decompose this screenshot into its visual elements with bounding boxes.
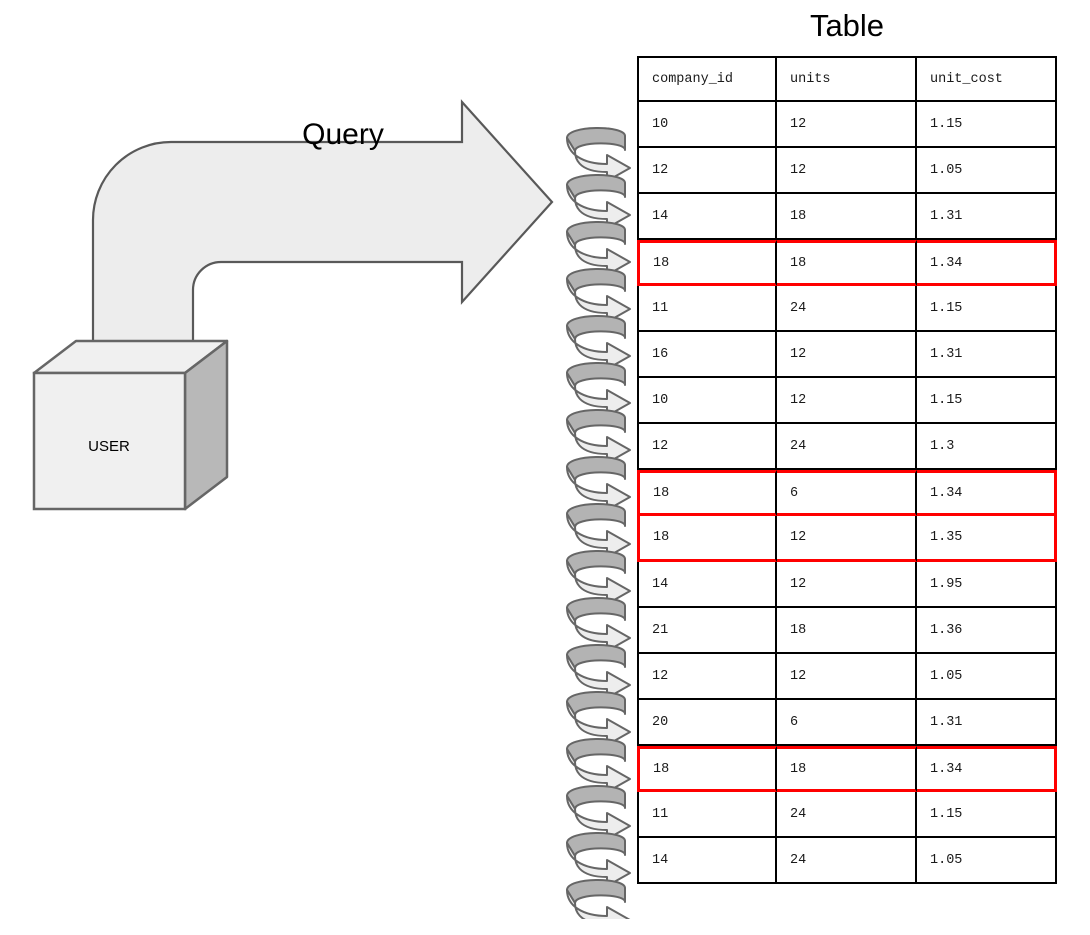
cell-unit-cost: 1.15 — [917, 102, 1057, 148]
cell-units: 12 — [777, 654, 917, 700]
cell-units: 12 — [777, 102, 917, 148]
cell-unit-cost: 1.95 — [917, 562, 1057, 608]
cell-unit-cost: 1.15 — [917, 286, 1057, 332]
column-header-units: units — [777, 56, 917, 102]
cell-units: 6 — [777, 700, 917, 746]
table-header-row: company_id units unit_cost — [637, 56, 1057, 102]
cell-company-id: 12 — [637, 424, 777, 470]
column-header-unit-cost: unit_cost — [917, 56, 1057, 102]
cell-unit-cost: 1.34 — [917, 240, 1057, 286]
query-arrow-label: Query — [302, 118, 384, 151]
cell-unit-cost: 1.15 — [917, 792, 1057, 838]
cell-company-id: 12 — [637, 148, 777, 194]
cell-company-id: 20 — [637, 700, 777, 746]
cell-units: 12 — [777, 148, 917, 194]
cell-company-id: 21 — [637, 608, 777, 654]
cell-company-id: 10 — [637, 102, 777, 148]
cell-units: 18 — [777, 746, 917, 792]
cell-unit-cost: 1.31 — [917, 194, 1057, 240]
cell-unit-cost: 1.05 — [917, 654, 1057, 700]
cell-units: 24 — [777, 838, 917, 884]
cell-company-id: 14 — [637, 562, 777, 608]
cell-company-id: 14 — [637, 194, 777, 240]
cell-units: 12 — [777, 332, 917, 378]
cell-company-id: 18 — [637, 516, 777, 562]
cell-unit-cost: 1.35 — [917, 516, 1057, 562]
cell-company-id: 18 — [637, 470, 777, 516]
cell-unit-cost: 1.15 — [917, 378, 1057, 424]
cell-unit-cost: 1.31 — [917, 700, 1057, 746]
user-actor-cube — [32, 339, 229, 511]
cell-units: 24 — [777, 424, 917, 470]
query-arrow-shape — [91, 99, 554, 344]
cell-company-id: 11 — [637, 286, 777, 332]
query-arrow — [91, 99, 554, 344]
cell-company-id: 18 — [637, 240, 777, 286]
coil-arrow-column — [566, 126, 631, 919]
column-header-company-id: company_id — [637, 56, 777, 102]
table-title: Table — [809, 8, 885, 43]
cell-unit-cost: 1.05 — [917, 838, 1057, 884]
cell-unit-cost: 1.05 — [917, 148, 1057, 194]
cell-units: 12 — [777, 516, 917, 562]
cell-units: 6 — [777, 470, 917, 516]
cell-company-id: 16 — [637, 332, 777, 378]
cell-unit-cost: 1.31 — [917, 332, 1057, 378]
cell-company-id: 12 — [637, 654, 777, 700]
cell-units: 18 — [777, 240, 917, 286]
cube-front-face — [32, 371, 187, 511]
cell-company-id: 11 — [637, 792, 777, 838]
cell-units: 18 — [777, 194, 917, 240]
cell-unit-cost: 1.36 — [917, 608, 1057, 654]
cell-company-id: 10 — [637, 378, 777, 424]
cell-unit-cost: 1.34 — [917, 470, 1057, 516]
cell-units: 12 — [777, 562, 917, 608]
cell-unit-cost: 1.34 — [917, 746, 1057, 792]
cell-units: 12 — [777, 378, 917, 424]
cell-company-id: 18 — [637, 746, 777, 792]
cell-unit-cost: 1.3 — [917, 424, 1057, 470]
cell-units: 24 — [777, 286, 917, 332]
cell-company-id: 14 — [637, 838, 777, 884]
user-actor-label: USER — [88, 438, 130, 455]
cell-units: 24 — [777, 792, 917, 838]
cell-units: 18 — [777, 608, 917, 654]
